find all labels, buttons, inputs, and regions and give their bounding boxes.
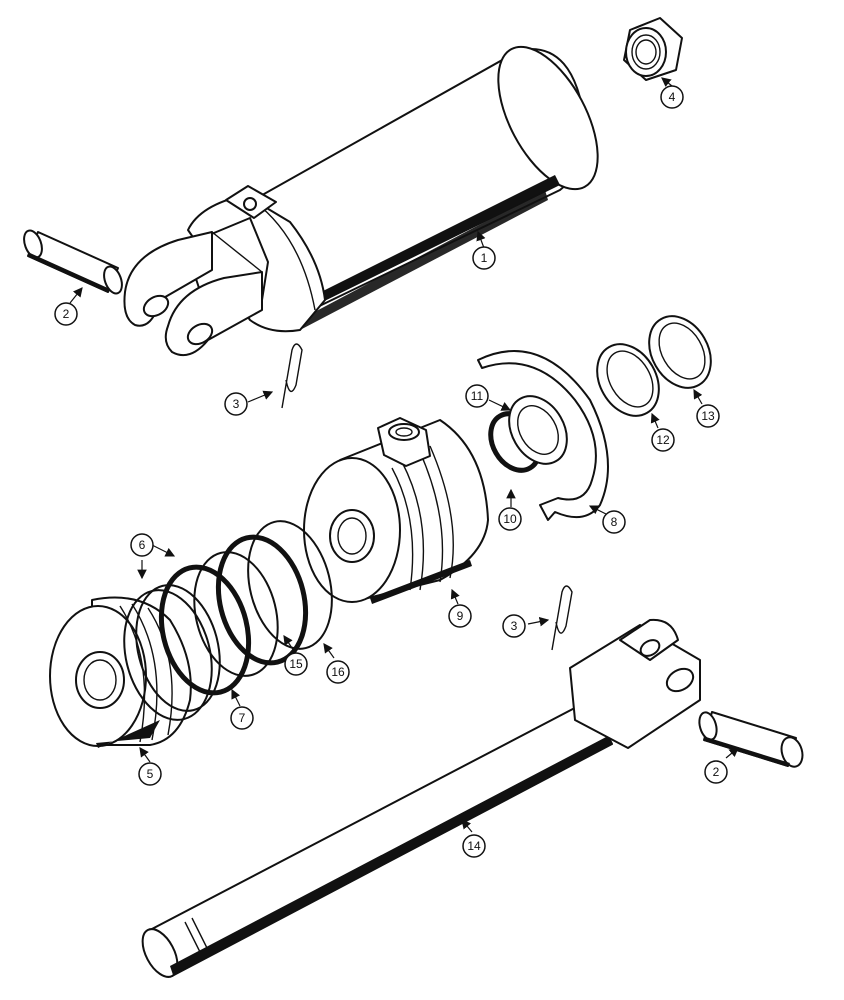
callout-1: 1 [472, 246, 496, 270]
callout-15-label: 15 [289, 657, 303, 671]
callout-10-label: 10 [503, 512, 517, 526]
callout-12: 12 [651, 428, 675, 452]
callout-3-lower: 3 [502, 614, 526, 638]
clevis-pin-lower [698, 711, 804, 768]
callout-6-label: 6 [139, 538, 146, 552]
callout-9: 9 [448, 604, 472, 628]
cylinder-barrel [123, 45, 599, 356]
piston-end [49, 596, 192, 748]
callout-3-lower-label: 3 [511, 619, 518, 633]
callout-11: 11 [465, 384, 489, 408]
hex-nut [623, 17, 683, 81]
callout-7-label: 7 [239, 711, 246, 725]
piston-head [303, 417, 489, 604]
callout-2-upper-label: 2 [63, 307, 70, 321]
callout-9-label: 9 [457, 609, 464, 623]
wiper-ring [648, 315, 712, 389]
callout-14: 14 [462, 834, 486, 858]
callout-8-label: 8 [611, 515, 618, 529]
callout-13: 13 [696, 404, 720, 428]
leader-lines [69, 77, 739, 833]
callout-4-label: 4 [669, 90, 676, 104]
callout-2-lower-label: 2 [713, 765, 720, 779]
callout-13-label: 13 [701, 409, 715, 423]
callout-5-label: 5 [147, 767, 154, 781]
callout-11-label: 11 [471, 389, 484, 403]
callout-2-upper: 2 [54, 302, 78, 326]
callout-5: 5 [138, 762, 162, 786]
callout-7: 7 [230, 706, 254, 730]
hair-pin-upper [281, 343, 303, 409]
callout-14-label: 14 [467, 839, 481, 853]
callout-3-upper: 3 [224, 392, 248, 416]
seal-rings-group [123, 520, 333, 721]
callout-6: 6 [130, 533, 154, 557]
clevis-pin-upper [23, 229, 123, 295]
hair-pin-lower [551, 585, 573, 651]
callout-10: 10 [498, 507, 522, 531]
piston-rod [141, 618, 701, 978]
callout-12-label: 12 [656, 433, 670, 447]
bushing-ring [596, 343, 660, 417]
callout-16: 16 [326, 660, 350, 684]
callout-8: 8 [602, 510, 626, 534]
snap-ring [477, 350, 609, 521]
callout-3-upper-label: 3 [233, 397, 240, 411]
callout-15: 15 [284, 652, 308, 676]
callout-2-lower: 2 [704, 760, 728, 784]
callout-4: 4 [660, 85, 684, 109]
rod-seal-rings [488, 395, 568, 473]
callout-1-label: 1 [481, 251, 488, 265]
callout-16-label: 16 [331, 665, 345, 679]
